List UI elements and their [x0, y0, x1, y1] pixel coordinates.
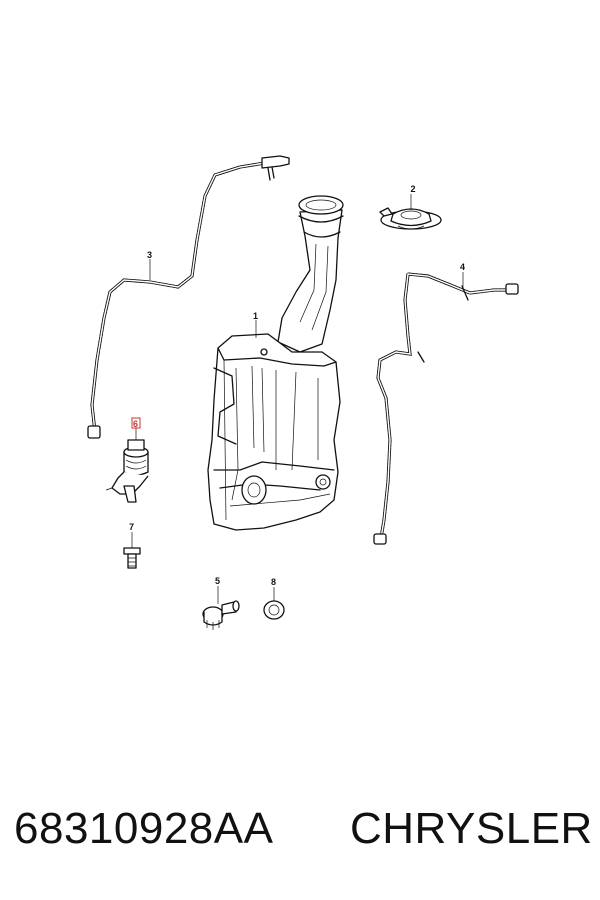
callout-8: 8 — [271, 577, 276, 587]
brand-name: CHRYSLER — [350, 804, 593, 853]
leader-lines — [131, 194, 464, 604]
part-3-washer-hose — [87, 155, 290, 439]
part-5-level-sensor — [202, 600, 240, 630]
parts-diagram: 1 2 3 4 5 6 7 8 — [87, 155, 519, 630]
part-7-fastener — [123, 547, 141, 569]
footer: 68310928AA CHRYSLER — [0, 796, 600, 866]
part-6-washer-pump — [105, 439, 149, 503]
callout-3: 3 — [147, 250, 152, 260]
callout-labels: 1 2 3 4 5 6 7 8 — [129, 184, 465, 587]
callout-2: 2 — [410, 184, 415, 194]
part-4-washer-hose — [373, 272, 519, 545]
callout-4: 4 — [460, 262, 465, 272]
part-2-reservoir-cap — [379, 207, 442, 230]
part-1-reservoir — [207, 195, 344, 531]
callout-5: 5 — [215, 576, 220, 586]
callout-6: 6 — [133, 419, 138, 429]
part-8-grommet — [263, 600, 285, 620]
callout-7: 7 — [129, 522, 134, 532]
part-number: 68310928AA — [14, 804, 274, 853]
callout-1: 1 — [253, 311, 258, 321]
callout-6-highlight: 6 — [131, 417, 141, 429]
